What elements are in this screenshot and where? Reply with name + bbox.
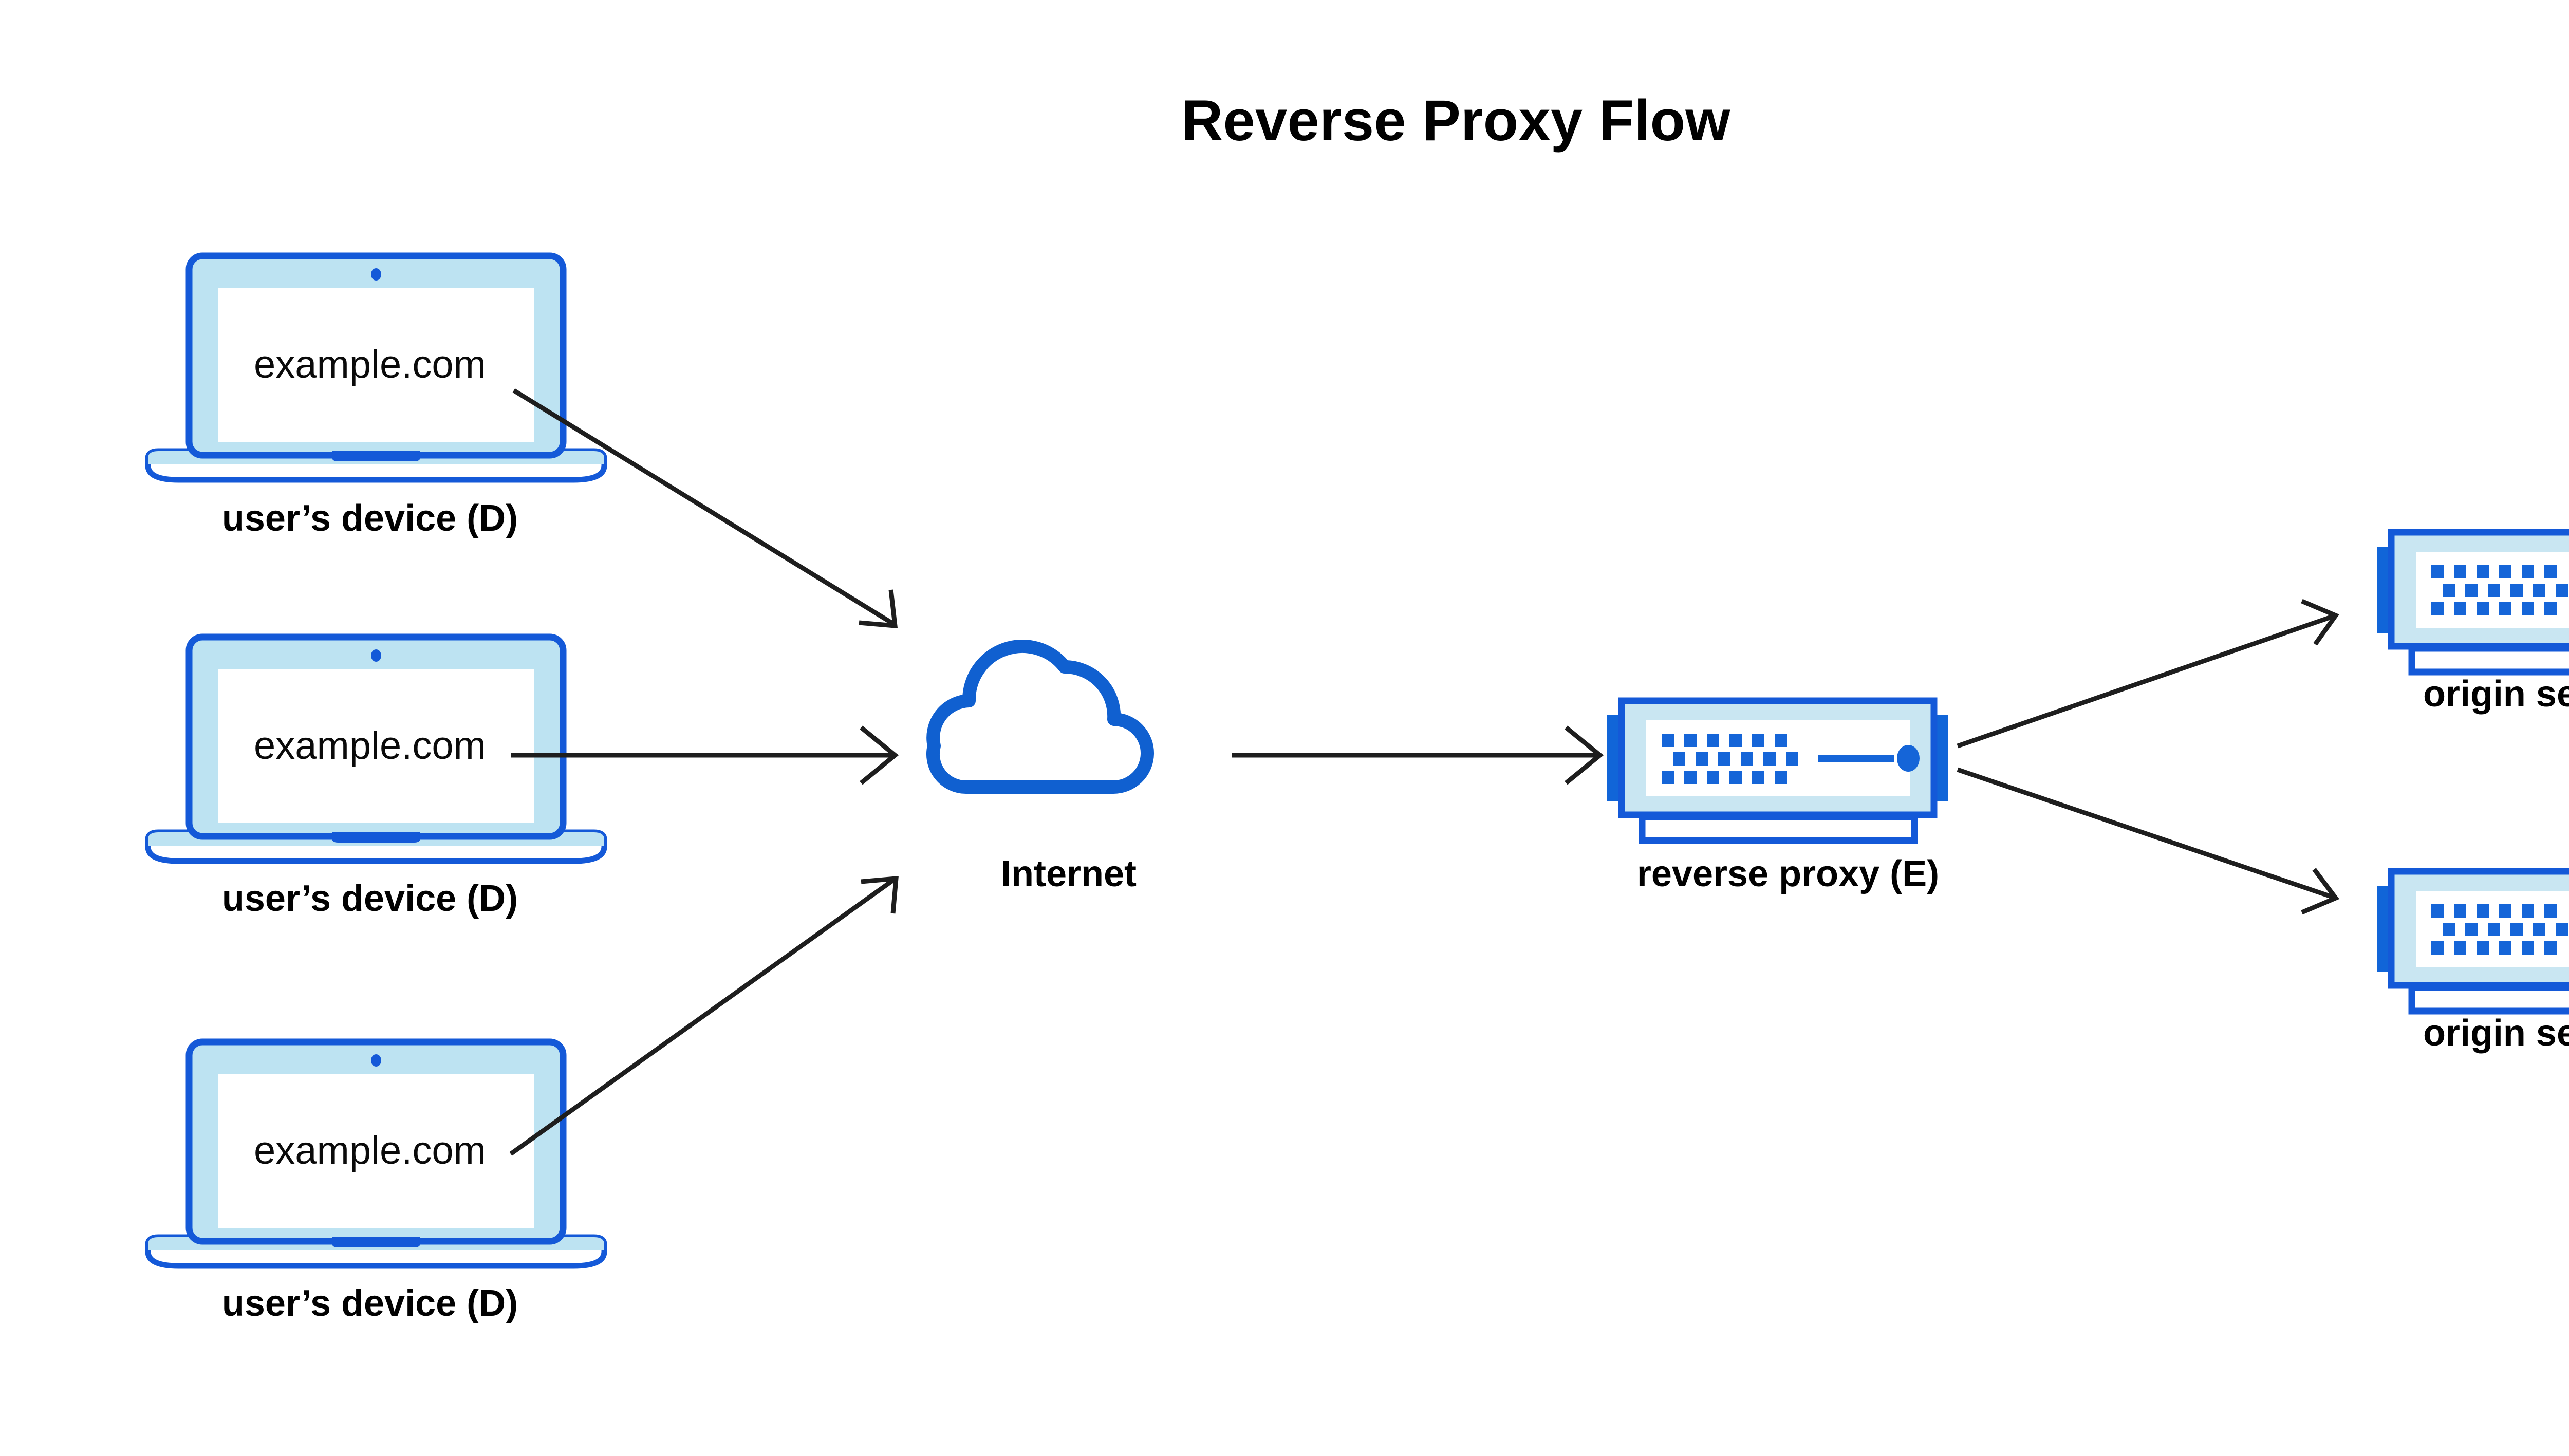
client-top-screen-text: example.com bbox=[254, 343, 486, 386]
page-title: Reverse Proxy Flow bbox=[1181, 88, 1730, 153]
edge-proxy-to-origin-top bbox=[1957, 599, 2339, 749]
client-middle-label: user’s device (D) bbox=[221, 878, 518, 919]
client-top-label: user’s device (D) bbox=[221, 498, 518, 539]
origin-bottom-label: origin server (F) bbox=[2423, 1013, 2569, 1054]
client-middle-screen-text: example.com bbox=[254, 724, 486, 768]
edge-client-middle-to-internet bbox=[511, 725, 899, 785]
edge-internet-to-proxy bbox=[1232, 725, 1604, 785]
origin-top-label: origin server (F) bbox=[2423, 674, 2569, 715]
internet-label: Internet bbox=[1000, 853, 1137, 894]
edge-client-bottom-to-internet bbox=[509, 876, 899, 1156]
client-bottom-screen-text: example.com bbox=[254, 1129, 486, 1172]
reverse-proxy-label: reverse proxy (E) bbox=[1636, 853, 1940, 894]
edge-proxy-to-origin-bottom bbox=[1957, 767, 2340, 915]
edge-client-top-to-internet bbox=[512, 388, 898, 628]
client-bottom-label: user’s device (D) bbox=[221, 1283, 518, 1324]
